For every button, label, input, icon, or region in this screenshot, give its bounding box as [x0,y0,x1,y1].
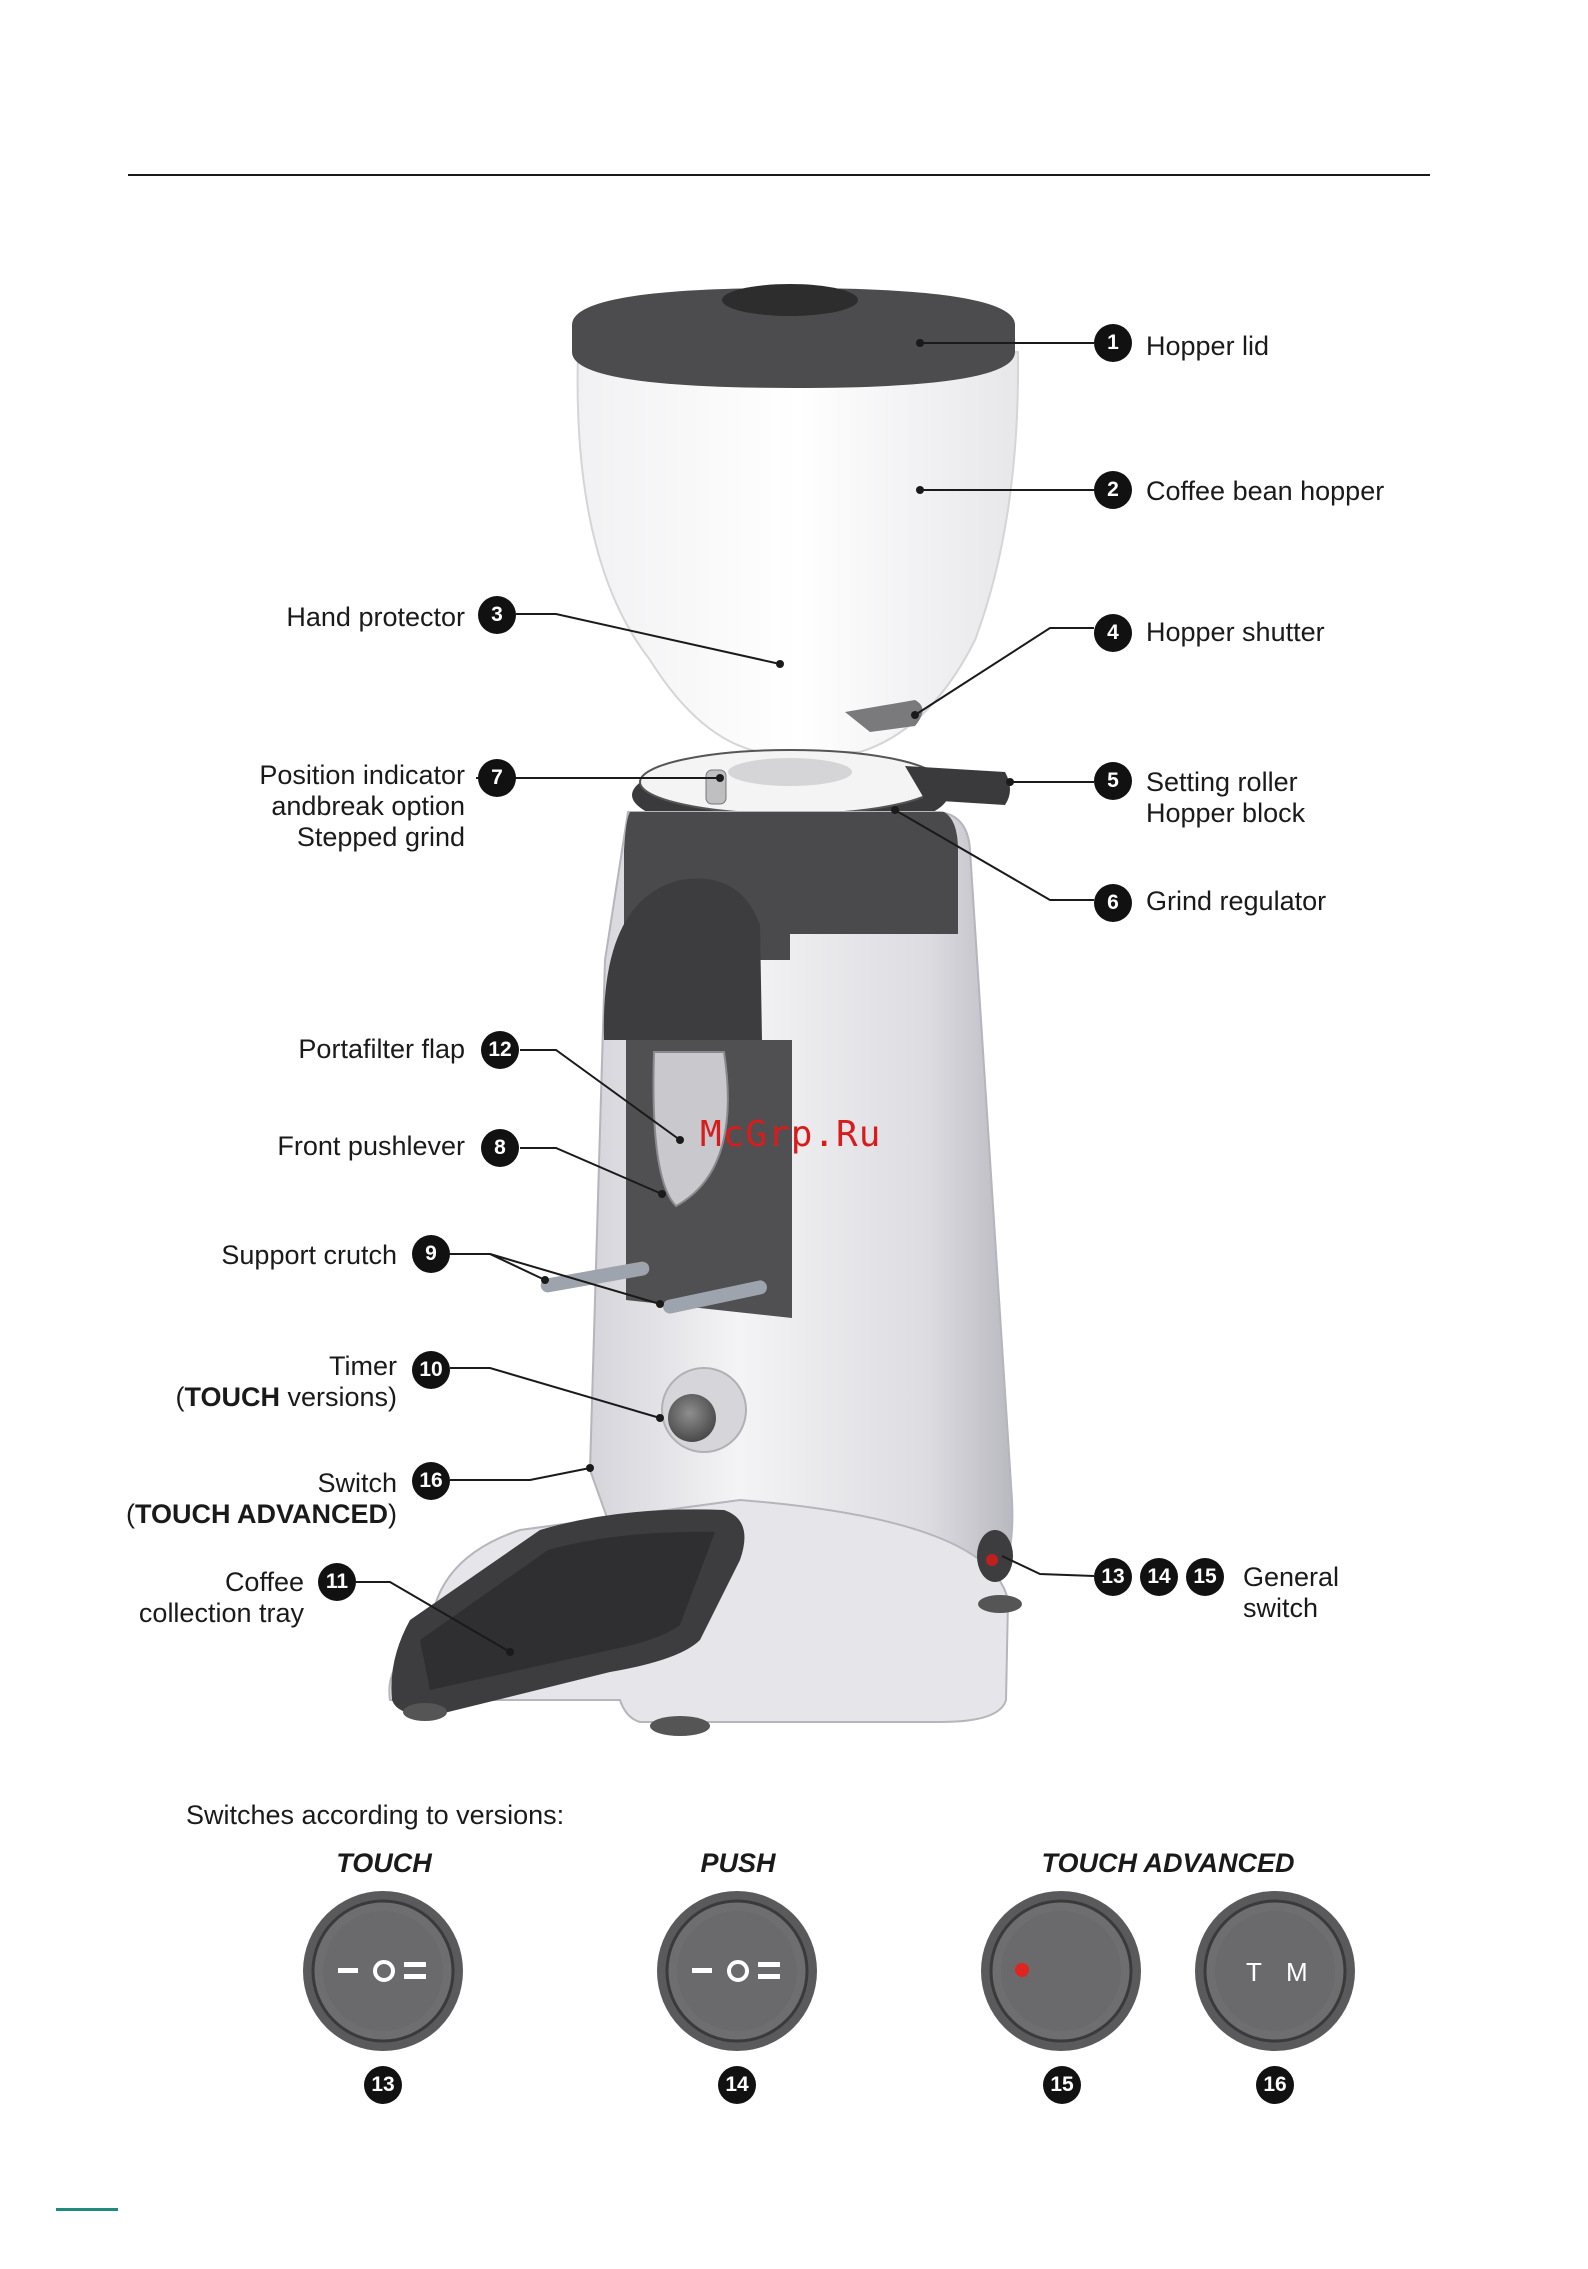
header-rule [128,174,1430,176]
badge-7: 7 [478,759,516,797]
minus-symbol-icon [338,1968,358,1973]
version-badge-16: 16 [1256,2066,1294,2104]
version-badge-14: 14 [718,2066,756,2104]
label-grind-regulator: Grind regulator [1146,886,1327,916]
badge-12: 12 [481,1031,519,1069]
circle-symbol-icon [727,1960,749,1982]
label-front-pushlever: Front pushlever [277,1131,465,1161]
label-setting-roller-line2: Hopper block [1146,798,1306,828]
version-badge-13: 13 [364,2066,402,2104]
badge-4: 4 [1094,614,1132,652]
badge-9: 9 [412,1235,450,1273]
label-general-switch-line2: switch [1243,1593,1319,1623]
badge-5: 5 [1094,762,1132,800]
t-letter-icon: T [1246,1957,1262,1987]
version-title-touch: TOUCH [336,1848,432,1878]
red-led-icon [1015,1963,1029,1977]
version-title-push: PUSH [700,1848,776,1878]
label-general-switch: General switch [1243,1562,1339,1624]
hopper-lid-shape [572,288,1015,388]
m-letter-icon: M [1286,1957,1308,1987]
circle-symbol-icon [373,1960,395,1982]
badge-1: 1 [1094,324,1132,362]
badge-14: 14 [1140,1558,1178,1596]
badge-11: 11 [318,1563,356,1601]
equals-symbol-icon [404,1962,426,1967]
label-coffee-tray-line1: Coffee [224,1567,304,1597]
label-coffee-collection-tray: Coffee collection tray [139,1567,304,1629]
label-hopper-shutter: Hopper shutter [1146,617,1325,647]
versions-caption: Switches according to versions: [186,1800,565,1830]
badge-3: 3 [478,596,516,634]
label-coffee-tray-line2: collection tray [138,1598,304,1628]
badge-13: 13 [1094,1558,1132,1596]
label-position-indicator: Position indicator andbreak option Stepp… [259,760,465,853]
label-switch-line1: Switch [317,1468,397,1498]
badge-6: 6 [1094,884,1132,922]
badge-8: 8 [481,1129,519,1167]
label-support-crutch: Support crutch [221,1240,397,1270]
label-timer: Timer (TOUCH versions) [175,1351,397,1413]
label-hand-protector: Hand protector [286,602,465,632]
switch-knob-timer-manual: T M [1195,1891,1355,2051]
switch-knob-touch-advanced [981,1891,1141,2051]
label-position-indicator-line3: Stepped grind [296,822,465,852]
label-timer-line1: Timer [329,1351,397,1381]
badge-15: 15 [1186,1558,1224,1596]
label-switch: Switch (TOUCH ADVANCED) [126,1468,397,1530]
hopper-shape [576,351,1020,753]
badge-16: 16 [412,1462,450,1500]
label-portafilter-flap: Portafilter flap [298,1034,465,1064]
label-hopper-lid: Hopper lid [1146,331,1270,361]
label-position-indicator-line2: andbreak option [271,791,465,821]
minus-symbol-icon [692,1968,712,1973]
version-badge-15: 15 [1043,2066,1081,2104]
watermark: McGrp.Ru [700,1114,882,1155]
footer-accent-rule [56,2208,118,2211]
label-timer-line2: (TOUCH versions) [175,1382,397,1412]
version-title-touch-advanced: TOUCH ADVANCED [1041,1848,1295,1878]
badge-2: 2 [1094,471,1132,509]
equals-symbol-icon [758,1962,780,1967]
label-setting-roller-line1: Setting roller [1146,767,1298,797]
label-position-indicator-line1: Position indicator [259,760,465,790]
badge-10: 10 [412,1351,450,1389]
switch-knob-touch [303,1891,463,2051]
switch-knob-push [657,1891,817,2051]
label-switch-line2: (TOUCH ADVANCED) [125,1499,397,1529]
label-general-switch-line1: General [1243,1562,1340,1592]
label-setting-roller: Setting roller Hopper block [1146,767,1305,829]
label-coffee-bean-hopper: Coffee bean hopper [1146,476,1385,506]
